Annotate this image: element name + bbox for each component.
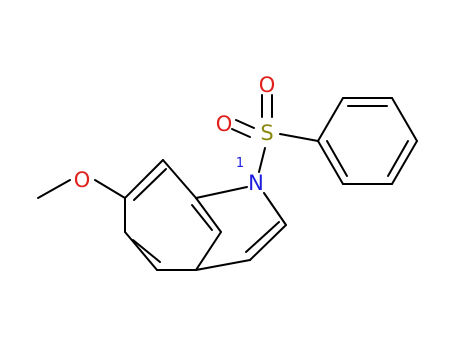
bond-c2-c3-inner (245, 221, 280, 253)
atom-s: S (260, 121, 273, 145)
ph-3 (391, 97, 418, 142)
atom-n-locant: 1 (236, 156, 244, 171)
bond-c3a-c7a (195, 231, 222, 271)
bonds (37, 94, 418, 271)
atom-o-methoxy: O (74, 168, 91, 192)
bond-c6x-c6 (124, 159, 164, 199)
ph-6 (317, 140, 344, 185)
bond-c7a-n (195, 186, 248, 199)
bond-c7-c6x (162, 159, 197, 199)
bond-c7a-c7 (195, 197, 222, 233)
ph-4 (391, 140, 418, 185)
bond-c2-c3 (249, 224, 287, 261)
bond-methyl-o (37, 179, 71, 199)
ph-inner-3 (326, 140, 348, 177)
bond-inner-b (191, 204, 213, 231)
bond-c5-c4-inner (132, 239, 161, 263)
bond-c5-c4 (124, 231, 158, 271)
bond-c3-c3a (195, 259, 251, 271)
atom-o-left: O (216, 112, 233, 136)
atom-n: N (248, 171, 264, 195)
bond-n-c2 (263, 192, 287, 226)
ph-1 (317, 97, 344, 142)
bond-s-ph (279, 133, 319, 142)
bond-n-s (258, 147, 266, 173)
ph-inner-2 (387, 140, 409, 177)
bond-s-o-left-1 (235, 119, 255, 129)
bond-o-c6 (94, 179, 126, 199)
bond-s-o-left-2 (231, 128, 251, 138)
bond-inner-a (133, 168, 167, 201)
atom-o-top: O (259, 73, 276, 97)
